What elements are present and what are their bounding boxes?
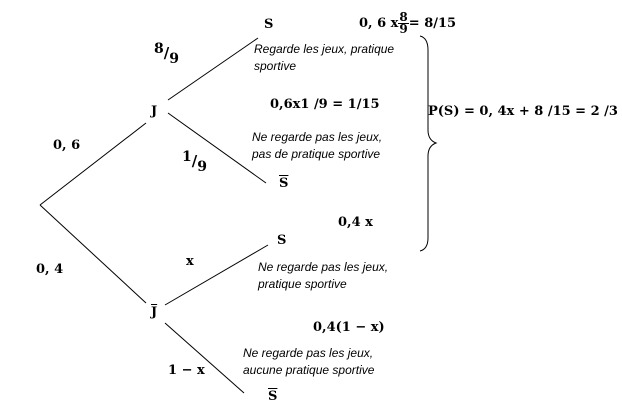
node-s-top: S	[264, 17, 274, 32]
prob-j: 0, 6	[53, 138, 81, 153]
description-2: Ne regarde pas les jeux, pas de pratique…	[252, 130, 383, 161]
description-4: Ne regarde pas les jeux, aucune pratique…	[243, 346, 375, 377]
total-probability: P(S) = 0, 4x + 8 /15 = 2 /3	[428, 104, 618, 119]
branch-j-to-s	[167, 37, 259, 101]
branch-root-to-j-bar	[39, 204, 147, 304]
product-2: 0,6x1 /9 = 1/15	[270, 97, 380, 112]
product-1-result: = 8/15	[408, 16, 457, 31]
node-s-bar-top: S	[279, 176, 289, 191]
prob-j-to-s: 8/9	[154, 41, 179, 67]
node-j: J	[151, 104, 158, 119]
product-4: 0,4(1 − x)	[313, 320, 385, 335]
description-3: Ne regarde pas les jeux, pratique sporti…	[258, 260, 389, 291]
prob-j-to-s-den: 9	[169, 51, 179, 67]
total-brace	[419, 35, 438, 252]
prob-j-bar-to-s: x	[186, 254, 194, 269]
prob-j-to-s-bar-den: 9	[197, 159, 207, 175]
branch-j-bar-to-s	[164, 244, 269, 306]
prob-j-to-s-bar: 1/9	[182, 149, 207, 175]
product-3: 0,4 x	[338, 215, 373, 230]
branch-j-bar-to-s-bar	[164, 322, 245, 394]
prob-j-to-s-num: 8	[154, 41, 164, 57]
product-1-prefix: 0, 6 x	[359, 16, 399, 31]
node-j-bar: J	[151, 305, 158, 320]
description-1: Regarde les jeux, pratique sportive	[254, 42, 395, 73]
prob-j-bar-to-s-bar: 1 − x	[168, 363, 205, 378]
node-s-bar-bottom: S	[268, 389, 278, 404]
branch-root-to-j	[39, 122, 147, 206]
branch-j-to-s-bar	[167, 112, 267, 184]
prob-j-bar: 0, 4	[36, 262, 64, 277]
node-s-bottom: S	[277, 233, 287, 248]
prob-j-to-s-bar-num: 1	[182, 149, 192, 165]
